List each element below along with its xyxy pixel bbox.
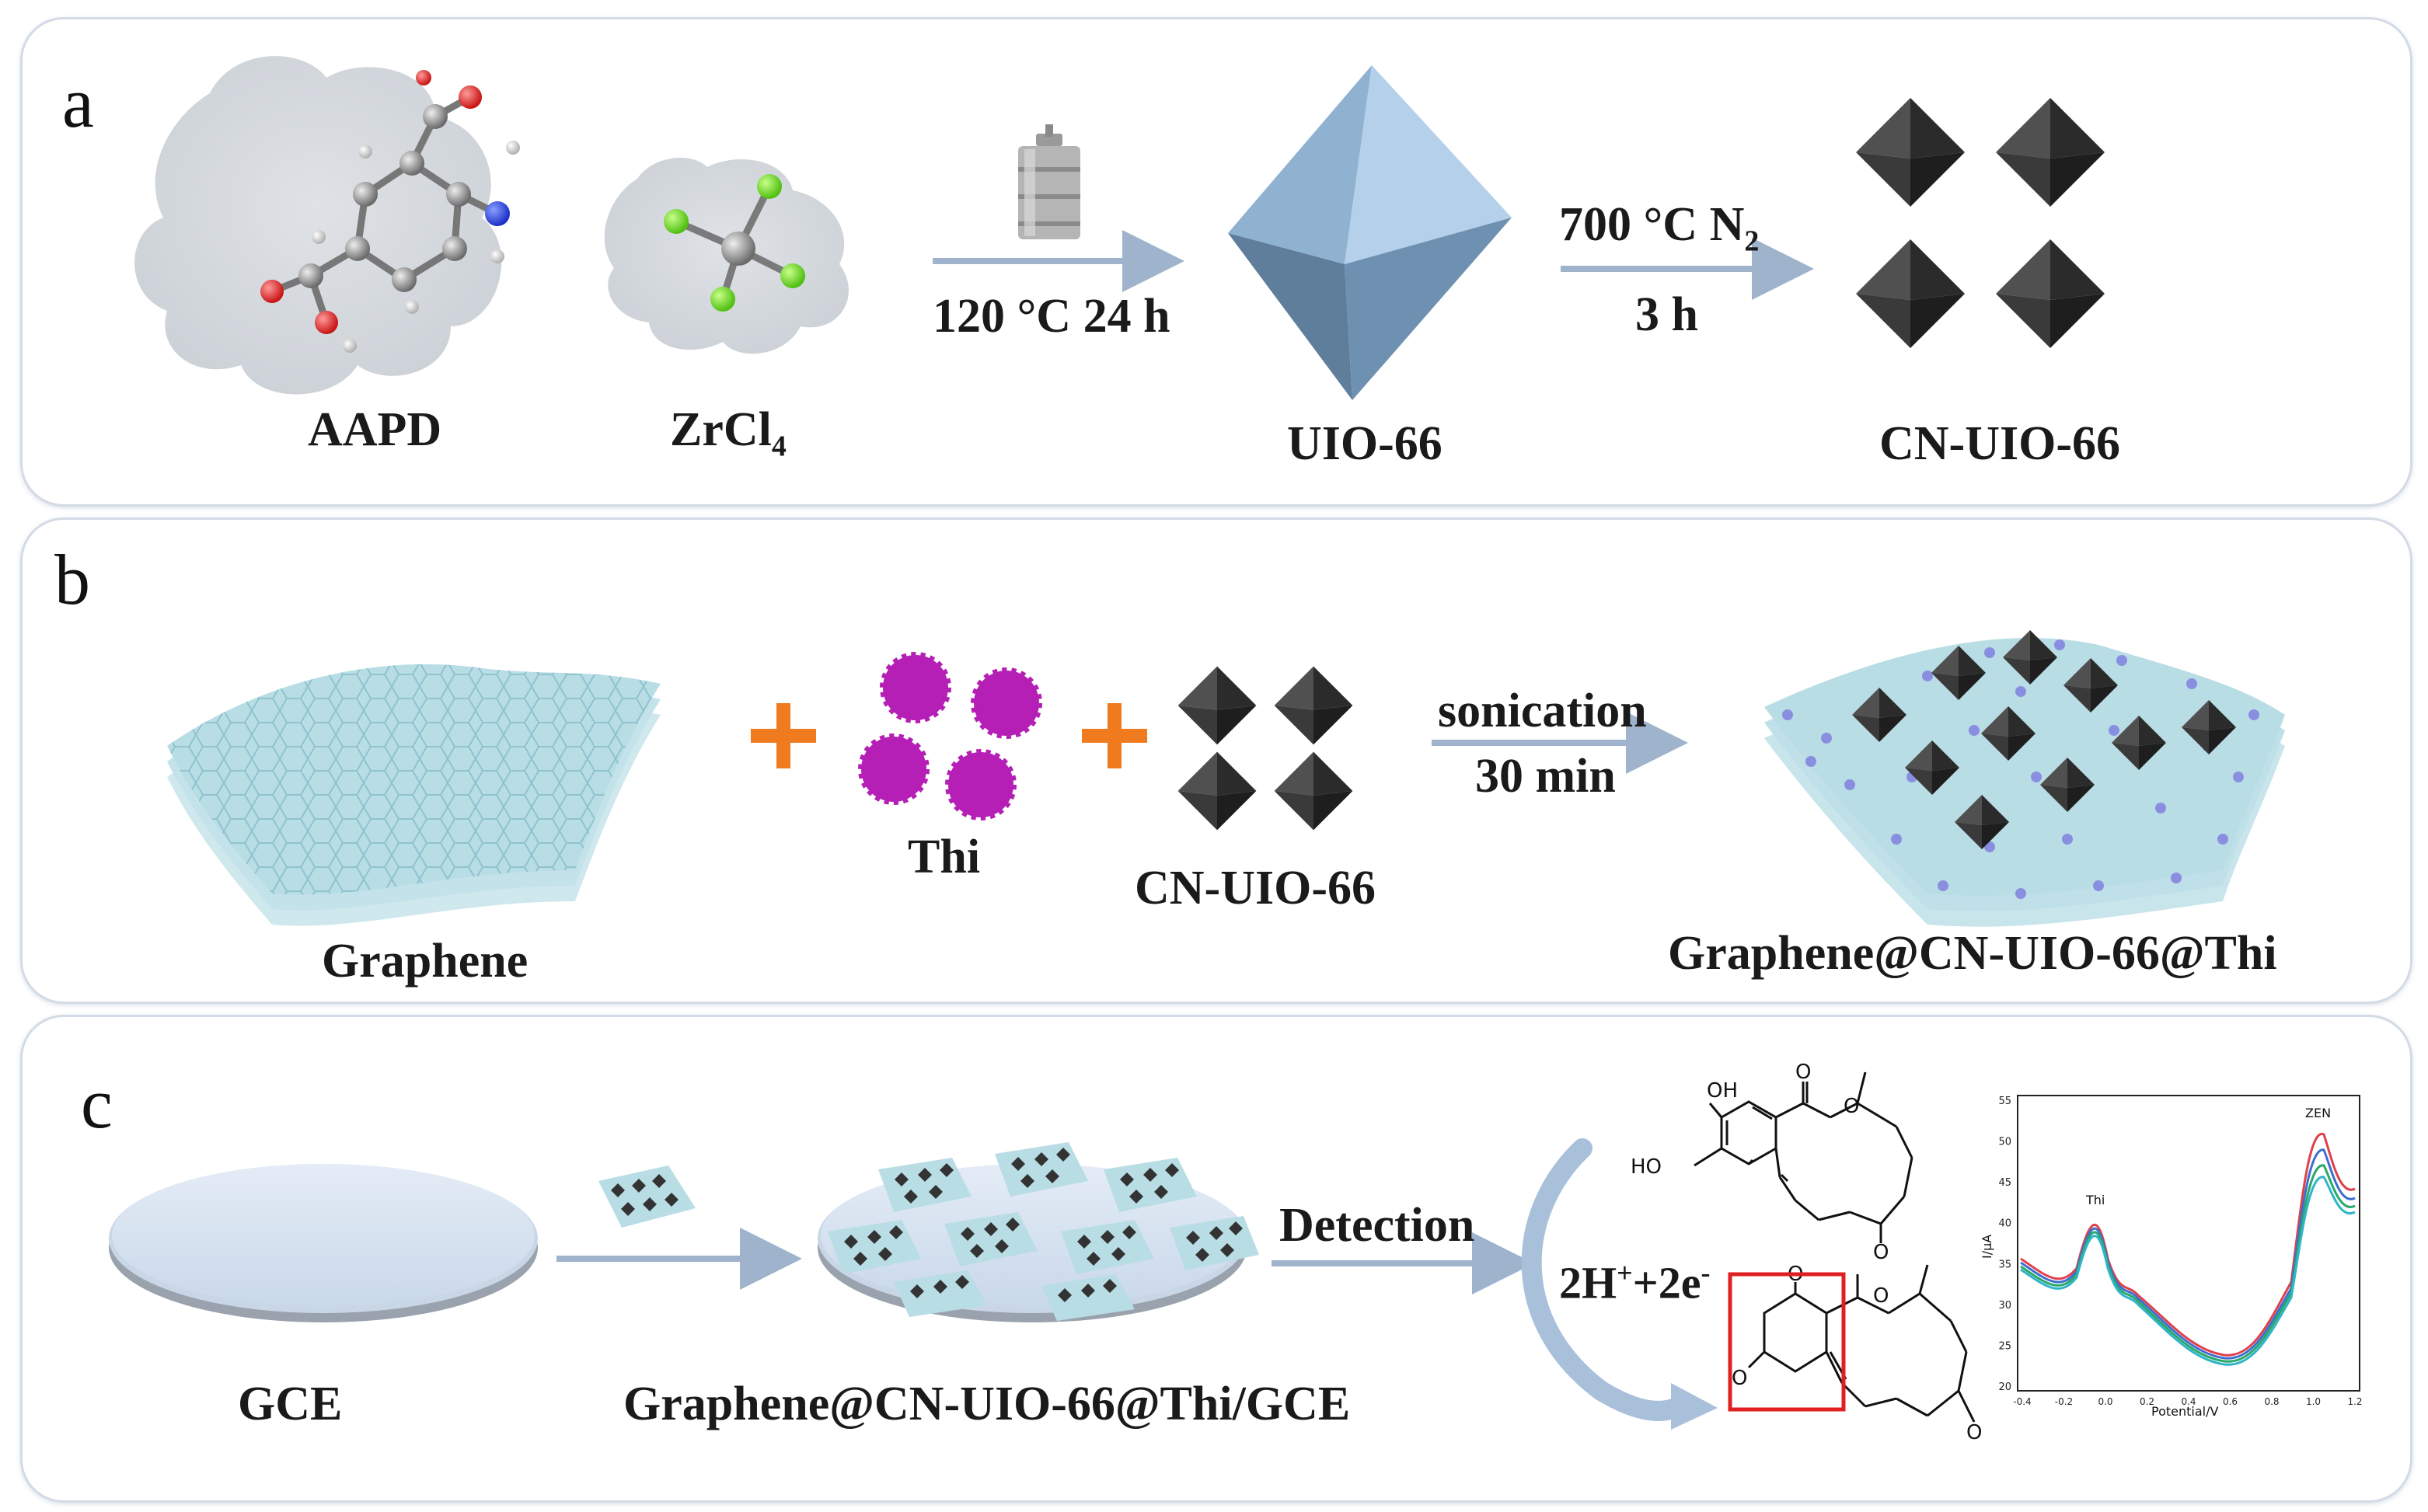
thi-particles [858,652,1042,820]
product-molecule [1747,1264,1976,1423]
zrcl4-label: ZrCl4 [670,403,787,463]
panel-c-letter: c [81,1064,113,1143]
plot-y-label: I/μA [1980,1235,1994,1259]
aapd-label: AAPD [308,403,442,456]
cn-uio-66-octahedra-b [1177,666,1353,831]
uio-66-octahedron [1228,65,1512,400]
step-a1-condition: 120 °C 24 h [933,290,1170,343]
dpv-curve-1 [2020,1133,2356,1357]
plot-x-tick-label: 1.2 [2347,1396,2362,1407]
graphene-sheets [167,664,661,926]
plot-x-tick-label: 0.6 [2223,1396,2238,1407]
plot-x-tick-label: 0.2 [2140,1396,2154,1407]
detection-label: Detection [1279,1199,1475,1252]
thi-label: Thi [908,831,981,883]
gce-label: GCE [238,1378,343,1430]
plot-x-label: Potential/V [2151,1404,2218,1419]
zrcl4-molecule [604,158,849,354]
zen-molecule [1694,1071,1913,1243]
panel-a-letter: a [62,63,94,142]
plot-y-tick-label: 20 [1998,1381,2011,1393]
plot-y-tick-label: 30 [1998,1300,2011,1312]
plot-x-tick-label: 0.0 [2098,1396,2112,1407]
plot-x-tick-label: 0.4 [2181,1396,2196,1407]
gce-electrode [109,1164,538,1322]
mini-composite [598,1165,696,1228]
plot-x-ticks: -0.4 -0.2 0.0 0.2 0.4 0.6 0.8 1.0 1.2 [2013,1396,2362,1407]
modified-electrode-label: Graphene@CN-UIO-66@Thi/GCE [623,1378,1351,1430]
molecule-ketone-o-label: O [1873,1241,1889,1264]
product-o-label-2: O [1732,1367,1747,1390]
uio-66-label: UIO-66 [1287,417,1442,470]
cn-uio-66-octahedra-a [1856,98,2105,348]
peak-zen-label: ZEN [2305,1106,2331,1120]
cn-uio-66-label-a: CN-UIO-66 [1879,417,2120,470]
composite-graphene [1764,630,2285,927]
plot-y-tick-label: 45 [1998,1177,2011,1189]
product-o-label-4: O [1966,1421,1982,1444]
curved-arrow [1521,1138,1689,1421]
modified-electrode [818,1142,1259,1322]
plot-x-tick-label: 1.0 [2306,1396,2321,1407]
dpv-plot: 55 50 45 40 35 30 25 20 -0.4 -0.2 0.0 0.2 0.4 0.6 0.8… [1980,1095,2363,1419]
plus-sign-2 [1082,703,1147,768]
highlight-box [1728,1272,1846,1412]
aapd-molecule [134,56,520,395]
composite-label: Graphene@CN-UIO-66@Thi [1668,927,2277,980]
step-b-time: 30 min [1475,750,1616,803]
plot-x-tick-label: -0.4 [2013,1396,2031,1407]
plot-y-tick-label: 50 [1998,1137,2011,1148]
molecule-oh-label: OH [1707,1079,1738,1103]
molecule-ring-o-label: O [1844,1095,1859,1118]
cn-uio-66-label-b: CN-UIO-66 [1135,862,1376,915]
weight-icon [1018,124,1080,239]
peak-thi-label: Thi [2085,1193,2105,1207]
plot-y-tick-label: 55 [1998,1096,2011,1107]
plot-y-tick-label: 35 [1998,1259,2011,1270]
dpv-curve-4 [2020,1176,2356,1366]
panel-b-letter: b [54,540,90,619]
dpv-curve-3 [2020,1164,2356,1363]
plot-y-ticks: 55 50 45 40 35 30 25 20 [1998,1096,2011,1393]
plot-y-tick-label: 40 [1998,1218,2011,1230]
step-b-sonication: sonication [1438,685,1647,737]
curved-arrowhead [1671,1383,1718,1430]
reaction-label: 2H++2e- [1559,1257,1711,1308]
step-a2-temperature: 700 °C N2 [1559,198,1760,258]
plot-x-tick-label: 0.8 [2264,1396,2279,1407]
plus-sign-1 [751,703,816,768]
plot-x-tick-label: -0.2 [2055,1396,2073,1407]
molecule-carbonyl-o-label: O [1795,1061,1811,1084]
molecule-ho-label: HO [1631,1155,1662,1179]
product-o-label-3: O [1873,1284,1889,1308]
plot-y-tick-label: 25 [1998,1340,2011,1352]
graphene-label: Graphene [322,935,529,988]
step-a2-time: 3 h [1635,288,1698,341]
dpv-curve-2 [2020,1148,2356,1360]
